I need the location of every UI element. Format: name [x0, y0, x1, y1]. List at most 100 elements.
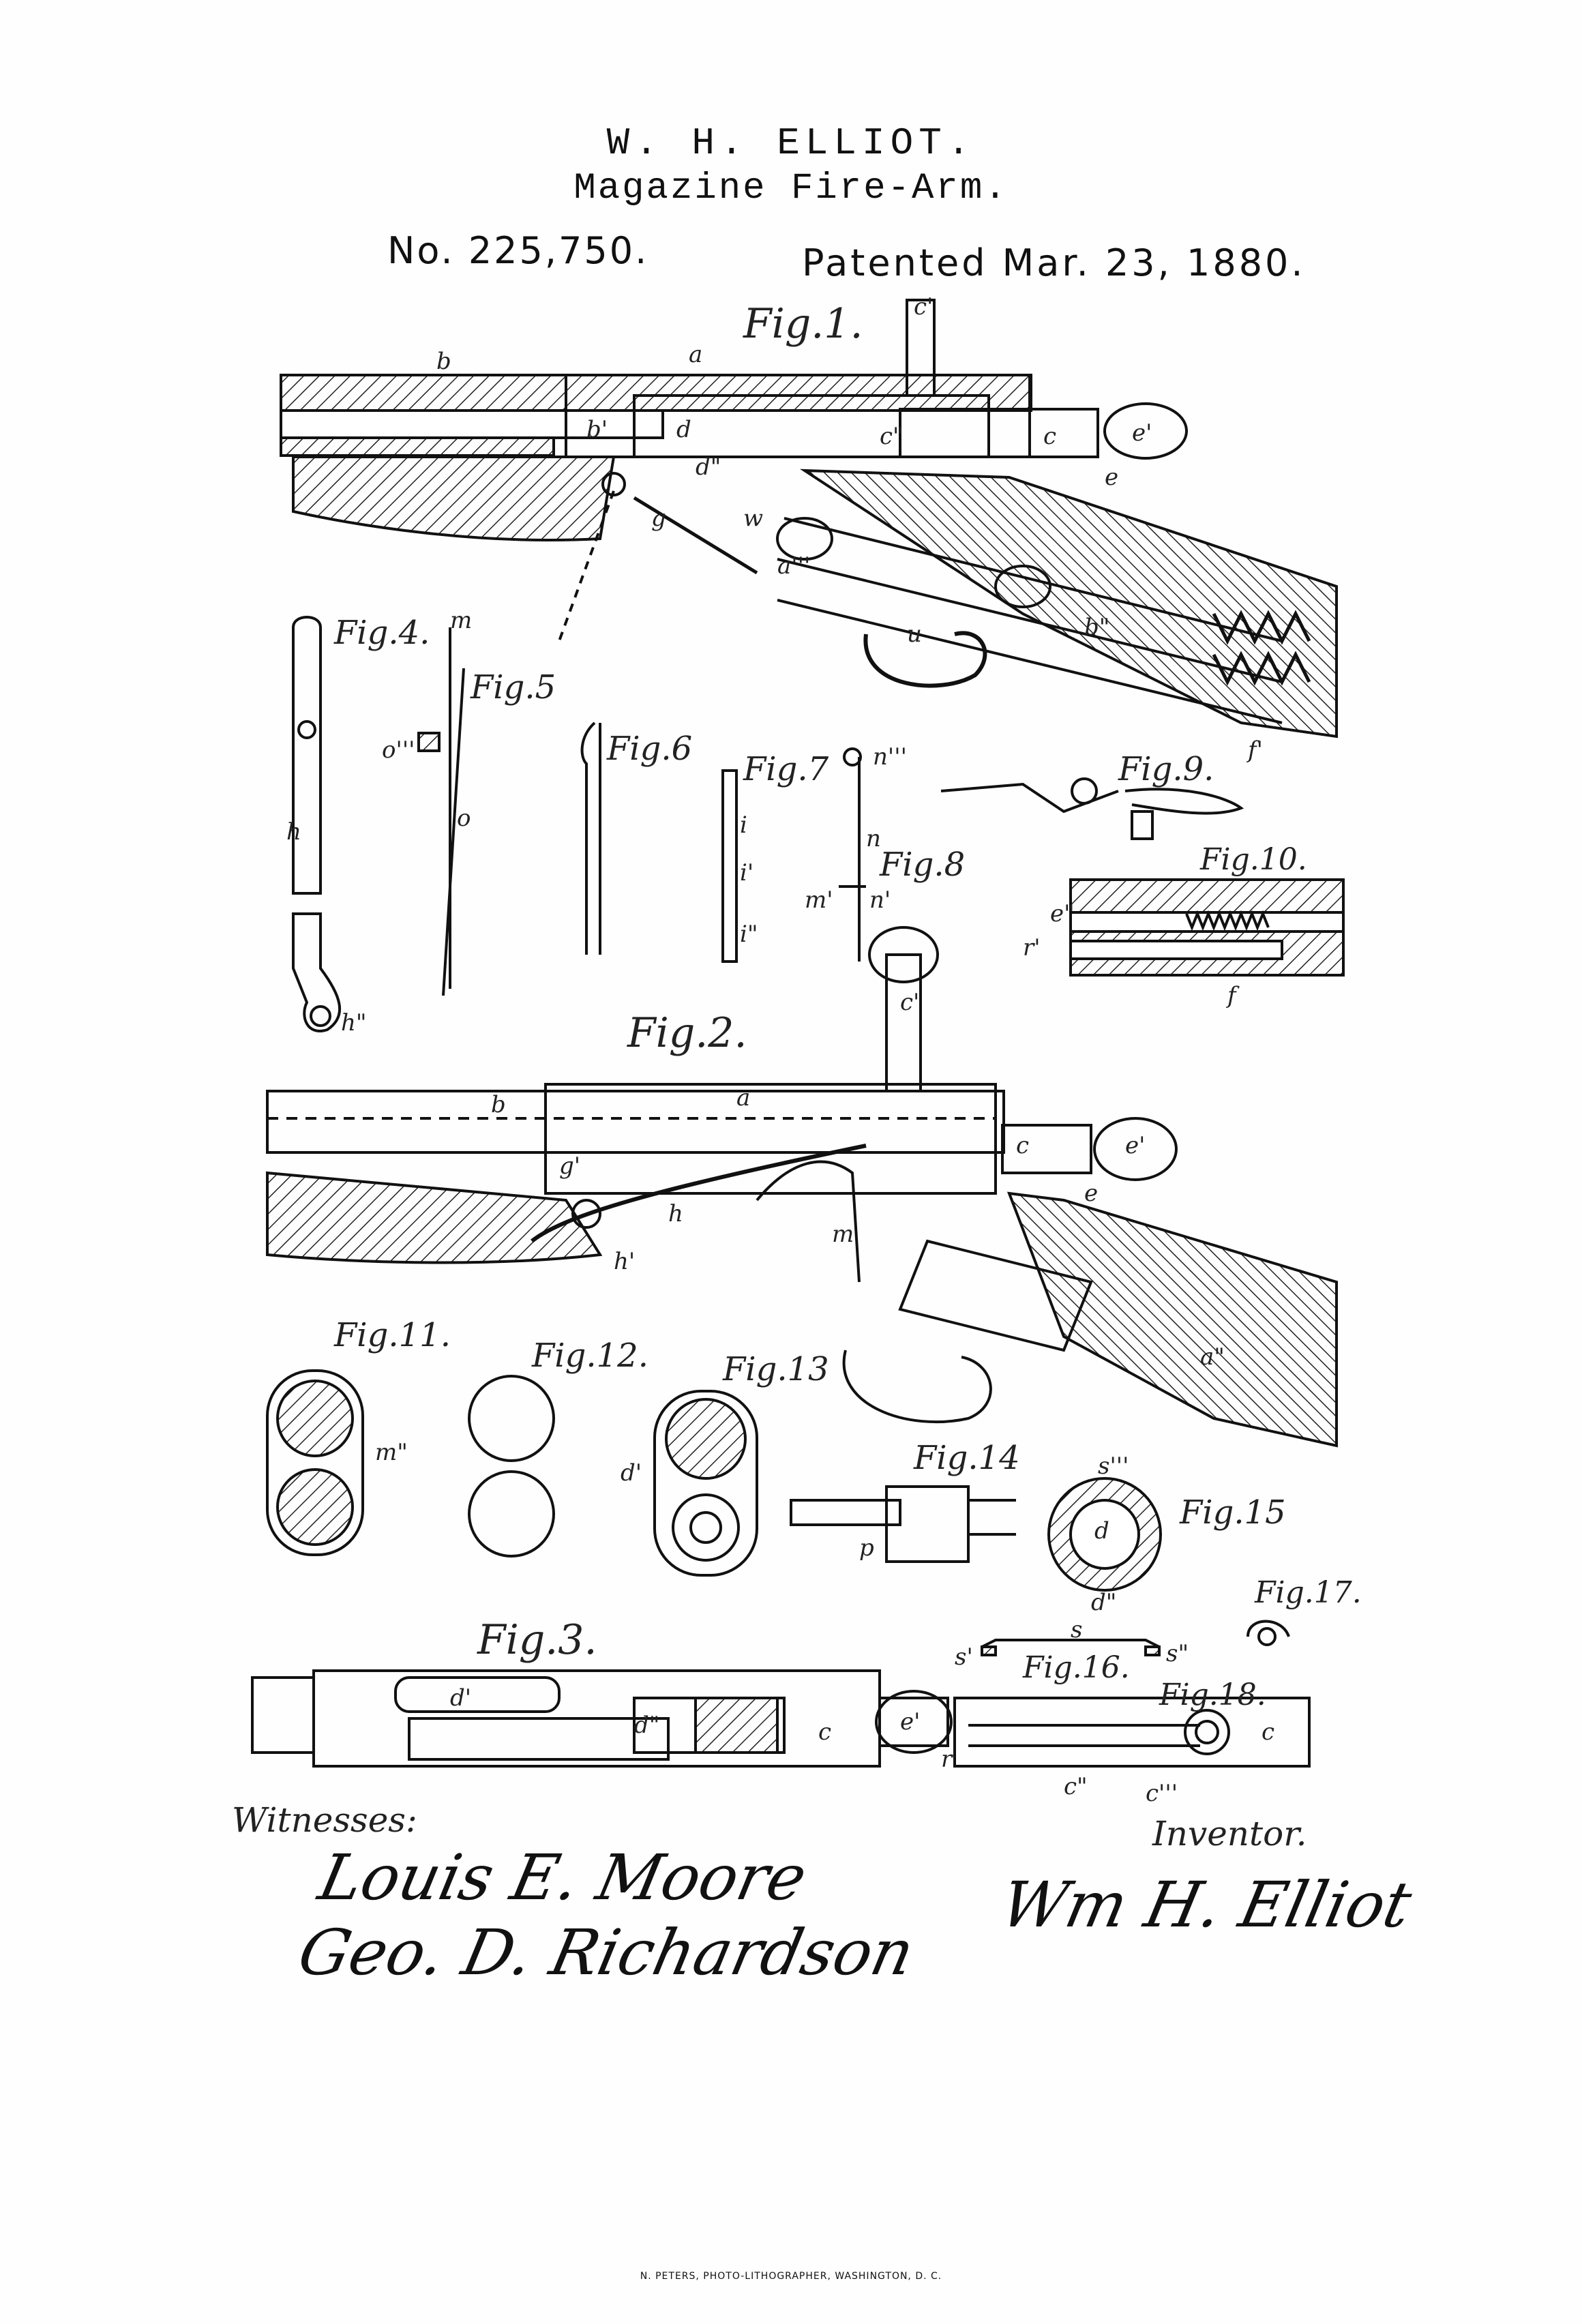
ref-letter-h-fig2: h [668, 1200, 683, 1227]
ref-letter-d1: d' [621, 1459, 642, 1487]
ref-letter-c3-fig18: c''' [1146, 1780, 1178, 1807]
ref-letter-g1: g' [559, 1152, 581, 1180]
ref-letter-h: h [286, 818, 301, 846]
fig-1-label: Fig.1. [743, 300, 863, 348]
figure-10-drawing [1069, 878, 1345, 977]
ref-letter-i2: i" [740, 921, 758, 948]
fig-9-label: Fig.9. [1118, 750, 1214, 788]
ref-letter-m-fig2: m [832, 1221, 854, 1248]
ref-letter-r-fig18: r [941, 1746, 953, 1773]
figure-15-drawing [1047, 1477, 1162, 1592]
ref-letter-e1-fig3: e' [900, 1708, 921, 1735]
lithographer-credit: N. PETERS, PHOTO-LITHOGRAPHER, WASHINGTO… [640, 2271, 942, 2282]
ref-letter-o: o [457, 805, 471, 832]
patent-date: Patented Mar. 23, 1880. [802, 241, 1306, 284]
fig-15-label: Fig.15 [1180, 1493, 1286, 1532]
ref-letter-d: d [676, 416, 691, 443]
witnesses-label: Witnesses: [232, 1800, 417, 1840]
ref-letter-f: f [1227, 982, 1236, 1009]
ref-letter-u: u [907, 621, 922, 648]
ref-letter-b1: b' [586, 416, 608, 443]
patent-title: Magazine Fire-Arm. [573, 168, 1009, 209]
ref-letter-e-fig2: e [1084, 1180, 1099, 1207]
patent-number: No. 225,750. [387, 229, 649, 272]
ref-letter-m: m [450, 607, 473, 634]
ref-letter-p: p [859, 1534, 874, 1562]
figure-12-drawing [468, 1375, 555, 1558]
fig-11-label: Fig.11. [334, 1316, 451, 1354]
ref-letter-s2: s" [1166, 1640, 1189, 1667]
ref-letter-c-fig2: c [1016, 1132, 1030, 1159]
witness-signature-2: Geo. D. Richardson [292, 1916, 921, 1989]
fig-13-label: Fig.13 [723, 1350, 829, 1388]
ref-letter-r1: r' [1023, 934, 1041, 962]
ref-letter-n1: n' [869, 887, 891, 914]
fig-7-label: Fig.7 [743, 750, 829, 788]
ref-letter-c: c [1043, 423, 1057, 450]
ref-letter-h1: h' [614, 1248, 636, 1275]
ref-letter-d-fig15: d [1094, 1517, 1109, 1545]
ref-letter-n3: n''' [873, 743, 907, 771]
ref-letter-b2: b" [1084, 614, 1110, 641]
ref-letter-e2: e" [1050, 900, 1075, 927]
fig-4-label: Fig.4. [334, 614, 430, 652]
ref-letter-d2-fig3: d" [634, 1712, 660, 1739]
ref-letter-b-fig2: b [491, 1091, 506, 1118]
ref-letter-o3: o''' [382, 736, 415, 764]
inventor-signature: Wm H. Elliot [994, 1868, 1418, 1941]
fig-8-label: Fig.8 [880, 846, 966, 884]
ref-letter-e1-fig2: e' [1125, 1132, 1146, 1159]
figure-9-drawing [940, 777, 1244, 840]
fig-16-label: Fig.16. [1023, 1650, 1130, 1685]
ref-letter-i1: i' [740, 859, 754, 887]
ref-letter-b: b [436, 348, 451, 375]
ref-letter-s3: s''' [1098, 1452, 1129, 1480]
ref-letter-c2: c" [880, 423, 904, 450]
fig-18-label: Fig.18. [1159, 1678, 1266, 1712]
ref-letter-m1: m' [805, 887, 833, 914]
ref-letter-a3: a''' [777, 552, 811, 580]
fig-12-label: Fig.12. [532, 1337, 648, 1375]
fig-17-label: Fig.17. [1255, 1575, 1362, 1610]
ref-letter-a2: a" [1200, 1343, 1225, 1371]
ref-letter-e: e [1105, 464, 1119, 491]
figure-3-drawing [251, 1669, 953, 1768]
ref-letter-s1: s' [955, 1643, 973, 1671]
inventor-label: Inventor. [1152, 1814, 1307, 1853]
figure-2-drawing [266, 926, 1338, 1448]
ref-letter-c1: c' [914, 293, 934, 321]
ref-letter-a-fig2: a [736, 1084, 751, 1112]
fig-2-label: Fig.2. [627, 1009, 747, 1057]
figures-4-8-drawing [292, 616, 866, 1032]
witness-signature-1: Louis E. Moore [312, 1841, 814, 1914]
fig-3-label: Fig.3. [477, 1616, 597, 1664]
fig-10-label: Fig.10. [1200, 842, 1307, 877]
ref-letter-d1-fig3: d' [450, 1684, 472, 1712]
ref-letter-g: g [651, 505, 666, 532]
figure-18-drawing [953, 1697, 1311, 1768]
figure-13-drawing [653, 1390, 758, 1577]
ref-letter-n: n [866, 825, 881, 852]
fig-14-label: Fig.14 [914, 1439, 1020, 1477]
fig-5-label: Fig.5 [471, 668, 556, 706]
figure-11-drawing [266, 1369, 364, 1556]
ref-letter-e1: e' [1132, 419, 1152, 447]
ref-letter-h2: h" [341, 1009, 367, 1037]
fig-6-label: Fig.6 [607, 730, 693, 768]
ref-letter-s: s [1071, 1616, 1083, 1643]
figures-16-17-drawing [981, 1620, 1290, 1656]
ref-letter-m2: m" [375, 1439, 408, 1466]
figure-14-drawing [790, 1485, 1016, 1563]
ref-letter-a: a [689, 341, 703, 368]
ref-letter-c1-fig2: c' [900, 989, 920, 1016]
ref-letter-c-fig18: c [1262, 1718, 1275, 1746]
ref-letter-d2: d" [696, 453, 721, 481]
ref-letter-i: i [740, 811, 747, 839]
inventor-name: W. H. ELLIOT. [606, 121, 976, 165]
ref-letter-f1: f' [1248, 736, 1263, 764]
ref-letter-c-fig3: c [818, 1718, 832, 1746]
ref-letter-w: w [743, 505, 764, 532]
figure-1-drawing [280, 299, 1338, 739]
